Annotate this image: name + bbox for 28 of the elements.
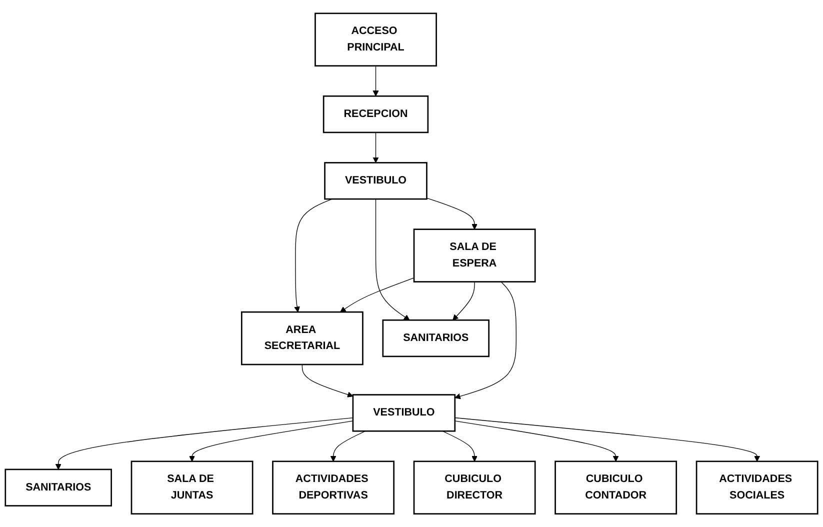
arrow	[454, 420, 619, 462]
node-box: ACTIVIDADES DEPORTIVAS	[272, 460, 395, 514]
node-box: RECEPCION	[322, 95, 429, 133]
arrow	[375, 198, 410, 320]
arrow	[55, 417, 354, 470]
arrow	[454, 281, 517, 400]
node-box: SALA DE ESPERA	[413, 228, 536, 282]
arrow	[442, 430, 478, 462]
arrow	[302, 364, 354, 398]
node-box: AREA SECRETARIAL	[240, 311, 364, 366]
node-box: SANITARIOS	[382, 319, 490, 357]
node-box: ACCESO PRINCIPAL	[314, 12, 437, 66]
arrow	[372, 65, 379, 96]
arrow	[452, 281, 475, 320]
node-box: CUBICULO DIRECTOR	[413, 460, 536, 514]
node-box: VESTIBULO	[352, 394, 456, 432]
node-box: SALA DE JUNTAS	[130, 460, 254, 514]
arrow	[330, 430, 366, 462]
node-box: CUBICULO CONTADOR	[554, 460, 678, 514]
node-box: ACTIVIDADES SOCIALES	[696, 460, 818, 514]
node-box: VESTIBULO	[324, 162, 428, 200]
arrow	[372, 132, 379, 163]
arrow	[426, 198, 478, 230]
arrow	[340, 277, 414, 312]
arrow	[454, 417, 760, 462]
arrow	[189, 420, 354, 462]
arrow	[294, 198, 332, 312]
node-box: SANITARIOS	[4, 468, 112, 506]
